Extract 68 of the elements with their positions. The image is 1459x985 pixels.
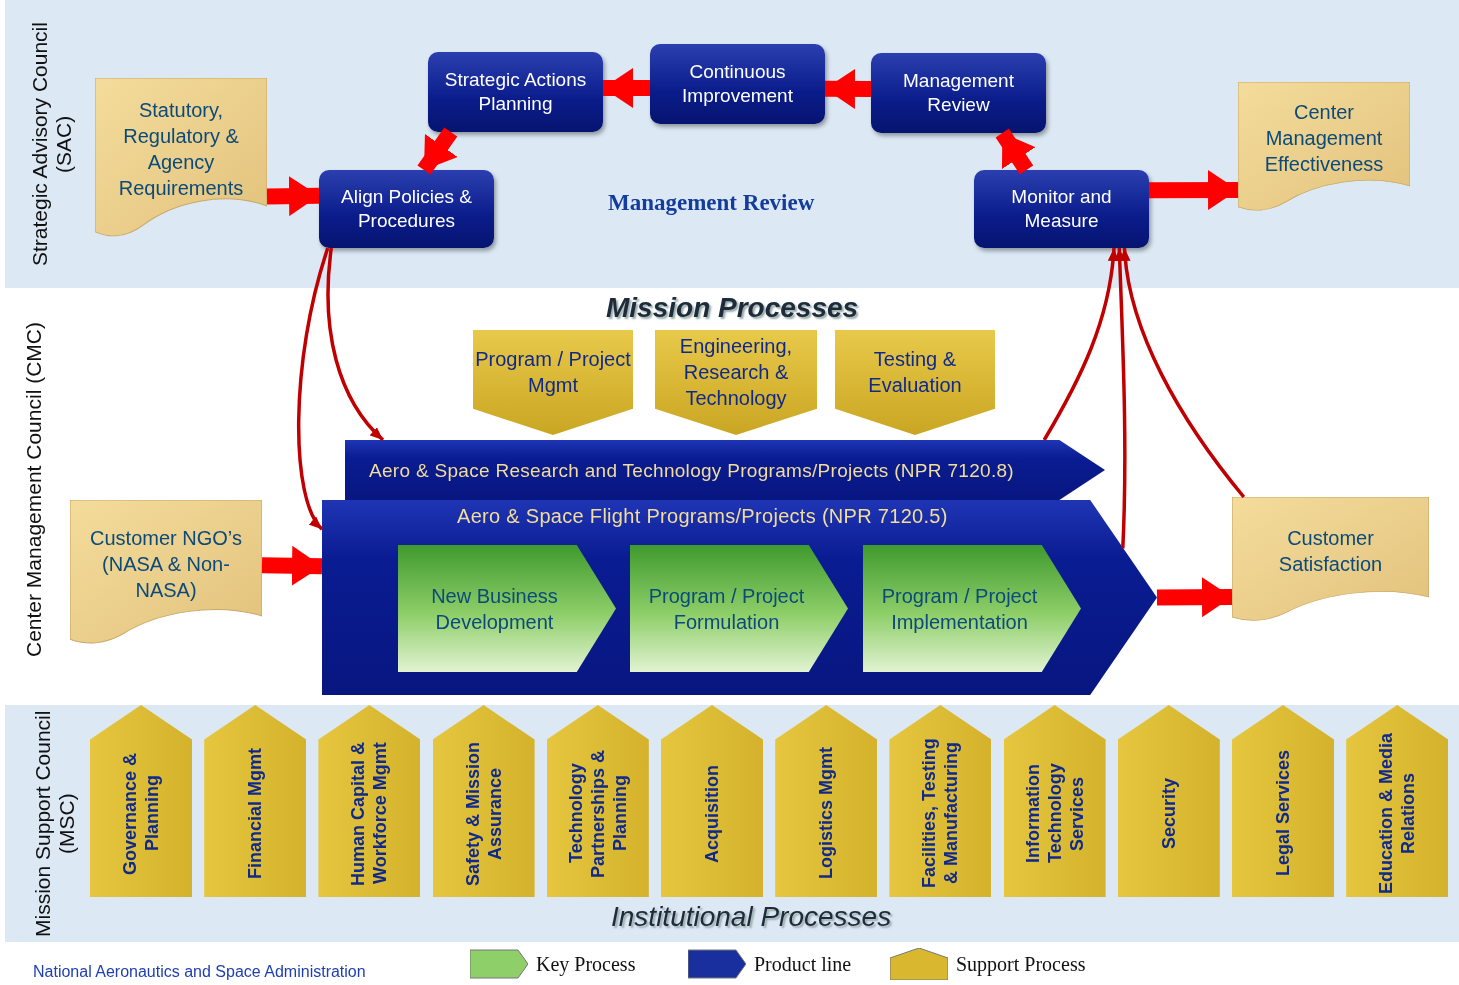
- product-line-banner: [345, 440, 1105, 500]
- block-arrow: [261, 545, 323, 586]
- process-box: [871, 53, 1046, 133]
- band-title: Strategic Advisory Council (SAC): [27, 21, 76, 268]
- block-arrow: [266, 176, 320, 217]
- process-box: [650, 44, 825, 124]
- block-arrow: [824, 68, 872, 109]
- node-label: Statutory, Regulatory & Agency Requirements: [117, 98, 245, 201]
- block-arrow: [1156, 577, 1233, 618]
- process-box: [974, 170, 1149, 248]
- node-label: Education & Media Relations: [1375, 732, 1420, 896]
- node-label: Engineering, Research & Technology: [678, 333, 794, 411]
- node-label: Acquisition: [701, 764, 723, 863]
- process-box: [428, 52, 603, 132]
- node-label: Aero & Space Research and Technology Programs/Projects (NPR 7120.8): [369, 460, 1014, 482]
- node-label: Security: [1157, 777, 1180, 849]
- node-label: Program / Project Mgmt: [474, 346, 632, 398]
- node-label: Customer Satisfaction: [1277, 525, 1384, 577]
- process-box: [319, 170, 494, 248]
- legend-label: Key Process: [536, 953, 636, 976]
- council-band: [5, 0, 1459, 288]
- legend-label: Product line: [754, 953, 852, 976]
- node-label: Management Review: [902, 69, 1015, 117]
- node-label: Logistics Mgmt: [815, 747, 838, 880]
- node-label: Program / Project Implementation: [880, 583, 1039, 635]
- key-process-step: [630, 545, 848, 672]
- node-label: Facilities, Testing & Manufacturing: [918, 737, 963, 891]
- block-arrow: [603, 68, 650, 108]
- block-arrow: [417, 127, 458, 175]
- document-shape: [1238, 82, 1410, 212]
- key-process-step: [398, 545, 616, 672]
- node-label: Align Policies & Procedures: [340, 185, 473, 233]
- footer-text: National Aeronautics and Space Administration: [33, 963, 366, 981]
- node-label: Continuous Improvement: [681, 60, 794, 108]
- arrow: [1042, 247, 1119, 441]
- key-process-step: [863, 545, 1081, 672]
- node-label: New Business Development: [430, 583, 559, 635]
- council-band: [5, 705, 1459, 942]
- node-label: Customer NGO’s (NASA & Non-NASA): [89, 525, 243, 603]
- section-title: Mission Processes: [606, 292, 859, 324]
- document-shape: [95, 78, 267, 238]
- document-shape: [70, 500, 262, 645]
- node-label: Technology Partnerships & Planning: [564, 748, 631, 880]
- arrow: [1114, 247, 1127, 549]
- section-title: Institutional Processes: [611, 901, 892, 933]
- node-label: Program / Project Formulation: [647, 583, 806, 635]
- section-title: Management Review: [608, 190, 815, 216]
- block-arrow: [995, 128, 1036, 175]
- node-label: Aero & Space Flight Programs/Projects (NPR 7120.5): [457, 505, 948, 528]
- node-label: Monitor and Measure: [1010, 185, 1113, 233]
- node-label: Safety & Mission Assurance: [461, 740, 506, 888]
- arrow: [297, 247, 330, 531]
- node-label: Legal Services: [1272, 750, 1294, 877]
- legend-label: Support Process: [956, 953, 1086, 976]
- product-line-banner: [322, 500, 1157, 695]
- node-label: Financial Mgmt: [244, 748, 267, 879]
- node-label: Testing & Evaluation: [867, 346, 963, 398]
- node-label: Human Capital & Workforce Mgmt: [347, 740, 392, 888]
- document-shape: [1232, 497, 1429, 622]
- node-label: Governance & Planning: [119, 751, 163, 877]
- arrow: [1120, 247, 1246, 499]
- band-title: Mission Support Council (MSC): [29, 709, 79, 939]
- node-label: Center Management Effectiveness: [1263, 100, 1385, 177]
- council-title: Center Management Council (CMC): [22, 321, 46, 660]
- arrow: [326, 247, 385, 442]
- block-arrow: [1148, 170, 1239, 211]
- node-label: Information Technology Services: [1021, 762, 1088, 866]
- node-label: Strategic Actions Planning: [443, 68, 588, 116]
